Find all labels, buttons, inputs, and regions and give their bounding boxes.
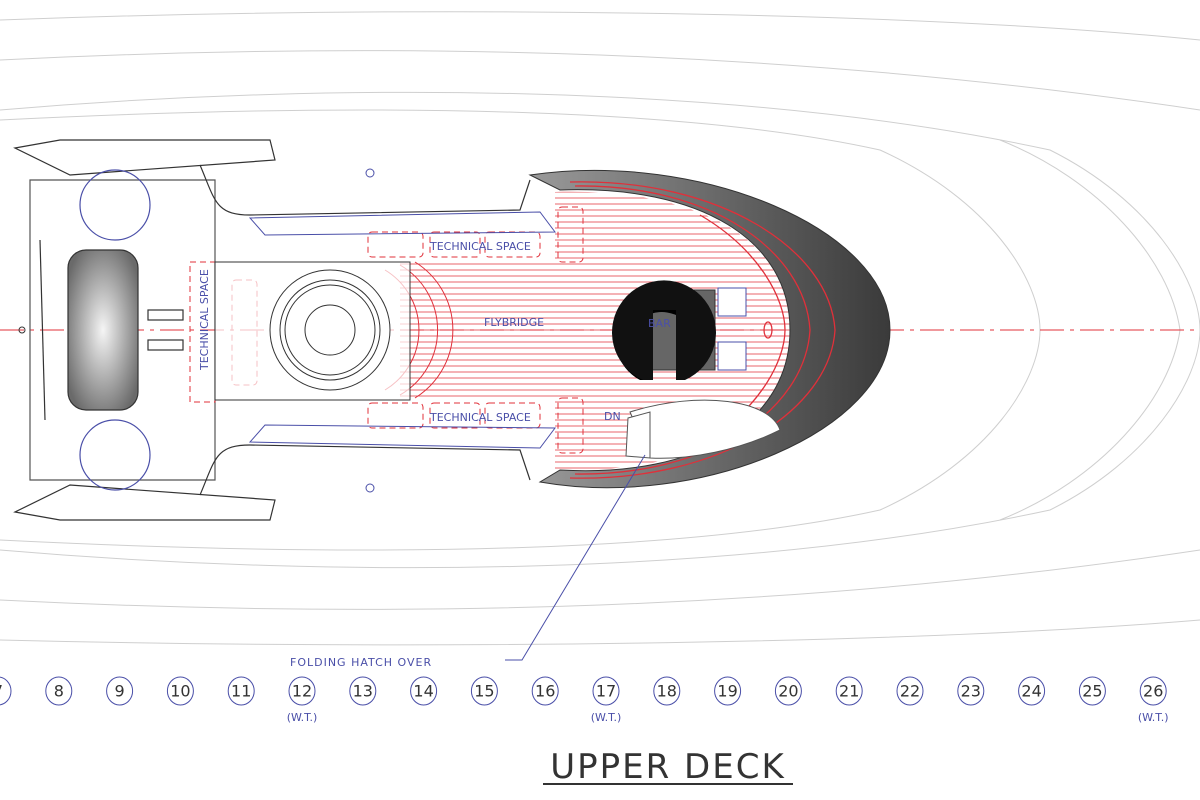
frame-number: 14 xyxy=(413,682,433,701)
frame-marker: 18 xyxy=(653,676,681,706)
spiral-stairs xyxy=(625,399,781,459)
frame-marker: 21 xyxy=(835,676,863,706)
frame-circle xyxy=(714,676,742,706)
frame-marker: 16 xyxy=(531,676,559,706)
frame-circle xyxy=(1139,676,1167,706)
technical-space-label-top: TECHNICAL SPACE xyxy=(429,240,531,253)
frame-marker: 26 (W.T.) xyxy=(1138,676,1169,724)
frame-circle xyxy=(592,676,620,706)
frame-number: 21 xyxy=(839,682,859,701)
frame-number: 9 xyxy=(115,682,125,701)
flybridge-label: FLYBRIDGE xyxy=(484,316,544,329)
frame-marker: 7 xyxy=(0,676,12,706)
frame-circle xyxy=(410,676,438,706)
frame-circle xyxy=(349,676,377,706)
frame-marker: 24 xyxy=(1018,676,1046,706)
frame-marker: 9 xyxy=(106,676,134,706)
frame-marker: 23 xyxy=(957,676,985,706)
frame-number: 16 xyxy=(535,682,555,701)
watertight-note: (W.T.) xyxy=(1138,711,1169,724)
frame-numbers: 7 8 9 10 11 12 (W.T.) 13 14 15 16 17 (W.T.) 18 19 20 21 2… xyxy=(0,676,1169,724)
frame-number: 26 xyxy=(1143,682,1163,701)
frame-number: 8 xyxy=(54,682,64,701)
frame-number: 10 xyxy=(170,682,190,701)
frame-circle xyxy=(653,676,681,706)
frame-marker: 11 xyxy=(227,676,255,706)
frame-number: 19 xyxy=(717,682,737,701)
frame-number: 22 xyxy=(900,682,920,701)
drawing-title: UPPER DECK xyxy=(550,747,786,787)
windscreen-nose xyxy=(528,169,891,489)
frame-circle xyxy=(1078,676,1106,706)
down-label: DN xyxy=(604,410,621,423)
frame-marker: 17 (W.T.) xyxy=(591,676,622,724)
frame-marker: 12 (W.T.) xyxy=(287,676,318,724)
frame-circle xyxy=(45,676,73,706)
frame-circle xyxy=(957,676,985,706)
seat-icon xyxy=(717,341,747,371)
frame-circle xyxy=(531,676,559,706)
bar-counter xyxy=(612,280,747,380)
frame-circle xyxy=(106,676,134,706)
frame-number: 20 xyxy=(778,682,798,701)
frame-number: 17 xyxy=(596,682,616,701)
leader-line xyxy=(505,454,646,661)
seat-icon xyxy=(717,287,747,317)
frame-number: 13 xyxy=(353,682,373,701)
frame-circle xyxy=(227,676,255,706)
frame-marker: 19 xyxy=(714,676,742,706)
frame-number: 7 xyxy=(0,682,3,701)
watertight-note: (W.T.) xyxy=(591,711,622,724)
frame-circle xyxy=(470,676,498,706)
aft-structure xyxy=(13,139,531,521)
frame-circle xyxy=(166,676,194,706)
frame-circle xyxy=(0,676,12,706)
frame-marker: 13 xyxy=(349,676,377,706)
watertight-note: (W.T.) xyxy=(287,711,318,724)
frame-marker: 14 xyxy=(410,676,438,706)
frame-number: 15 xyxy=(474,682,494,701)
bar-label: BAR xyxy=(648,317,671,330)
frame-circle xyxy=(774,676,802,706)
frame-marker: 8 xyxy=(45,676,73,706)
frame-circle xyxy=(896,676,924,706)
frame-number: 23 xyxy=(961,682,981,701)
technical-space-label-bottom: TECHNICAL SPACE xyxy=(429,411,531,424)
hull-contours xyxy=(0,11,1200,646)
frame-number: 11 xyxy=(231,682,251,701)
frame-marker: 25 xyxy=(1078,676,1106,706)
round-hatch xyxy=(214,261,411,401)
frame-number: 12 xyxy=(292,682,312,701)
folding-hatch-label: FOLDING HATCH OVER xyxy=(290,656,432,669)
frame-number: 18 xyxy=(657,682,677,701)
technical-space-label-aft: TECHNICAL SPACE xyxy=(198,269,211,371)
frame-number: 25 xyxy=(1082,682,1102,701)
frame-number: 24 xyxy=(1021,682,1041,701)
frame-marker: 15 xyxy=(470,676,498,706)
frame-circle xyxy=(288,676,316,706)
frame-marker: 10 xyxy=(166,676,194,706)
bench-outlines xyxy=(248,211,556,449)
frame-marker: 20 xyxy=(774,676,802,706)
frame-circle xyxy=(835,676,863,706)
frame-circle xyxy=(1018,676,1046,706)
frame-marker: 22 xyxy=(896,676,924,706)
